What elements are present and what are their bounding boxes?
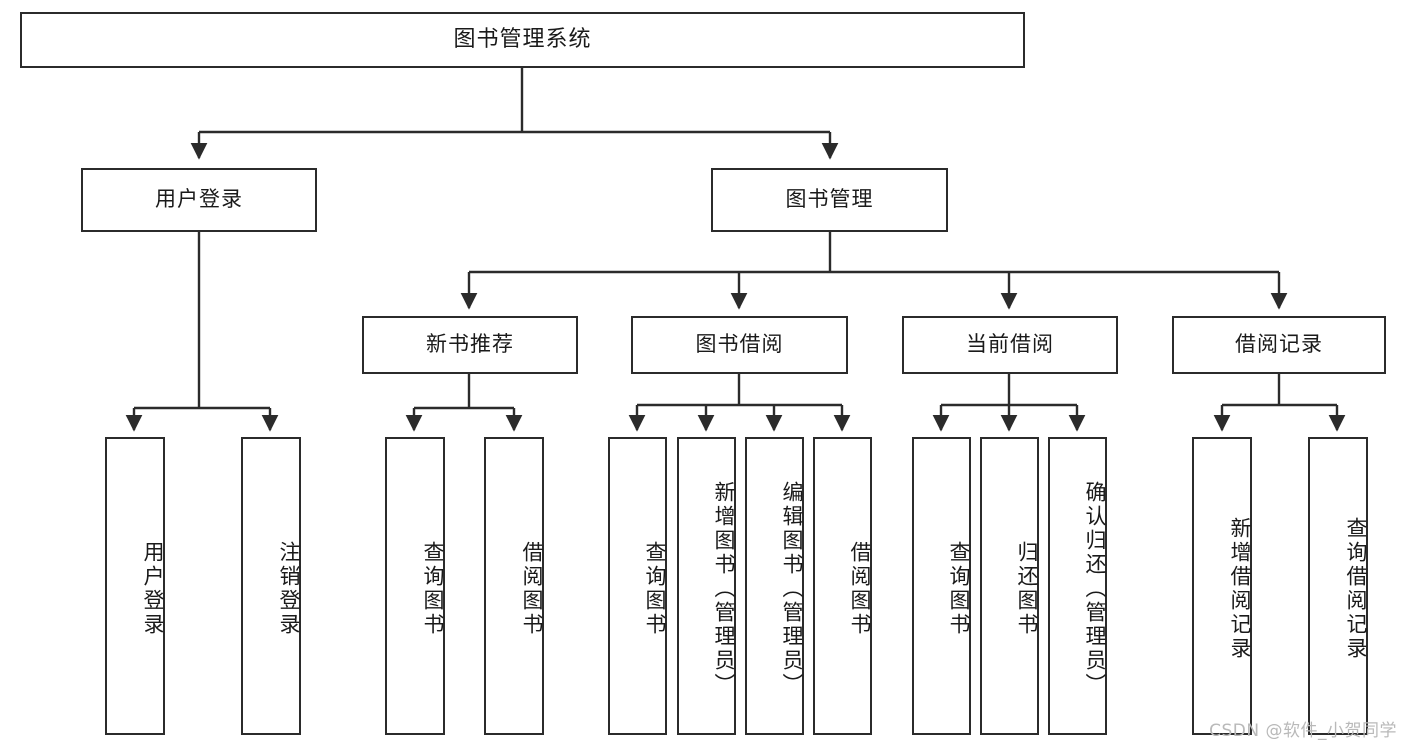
leaf-add-borrow-record[interactable]: 新增借阅记录 — [1192, 437, 1252, 735]
leaf-logout[interactable]: 注销登录 — [241, 437, 301, 735]
node-book-borrow[interactable]: 图书借阅 — [631, 316, 848, 374]
node-label: 借阅记录 — [1235, 332, 1323, 357]
node-label: 新增图书（管理员） — [712, 481, 736, 697]
leaf-return-book[interactable]: 归还图书 — [980, 437, 1039, 735]
leaf-query-book-recommend[interactable]: 查询图书 — [385, 437, 445, 735]
leaf-query-book-borrow[interactable]: 查询图书 — [608, 437, 667, 735]
node-book-management[interactable]: 图书管理 — [711, 168, 948, 232]
node-label: 查询借阅记录 — [1344, 517, 1368, 661]
node-label: 编辑图书（管理员） — [780, 481, 804, 697]
node-user-login[interactable]: 用户登录 — [81, 168, 317, 232]
node-label: 查询图书 — [947, 541, 971, 637]
node-label: 查询图书 — [421, 541, 445, 637]
leaf-edit-book-admin[interactable]: 编辑图书（管理员） — [745, 437, 804, 735]
node-label: 新增借阅记录 — [1228, 517, 1252, 661]
leaf-add-book-admin[interactable]: 新增图书（管理员） — [677, 437, 736, 735]
node-label: 当前借阅 — [966, 332, 1054, 357]
node-current-borrow[interactable]: 当前借阅 — [902, 316, 1118, 374]
leaf-query-borrow-record[interactable]: 查询借阅记录 — [1308, 437, 1368, 735]
node-label: 借阅图书 — [520, 541, 544, 637]
leaf-borrow-book[interactable]: 借阅图书 — [813, 437, 872, 735]
node-new-book-recommend[interactable]: 新书推荐 — [362, 316, 578, 374]
leaf-user-login[interactable]: 用户登录 — [105, 437, 165, 735]
node-label: 用户登录 — [141, 541, 165, 637]
node-label: 归还图书 — [1015, 541, 1039, 637]
node-label: 图书借阅 — [695, 332, 784, 357]
node-label: 图书管理系统 — [453, 26, 592, 52]
node-root-book-management-system[interactable]: 图书管理系统 — [20, 12, 1025, 68]
leaf-borrow-book-recommend[interactable]: 借阅图书 — [484, 437, 544, 735]
node-label: 确认归还（管理员） — [1083, 481, 1107, 697]
csdn-watermark: CSDN @软件_小贺同学 — [1209, 721, 1397, 741]
node-label: 借阅图书 — [848, 541, 872, 637]
node-label: 用户登录 — [155, 187, 243, 212]
leaf-query-book-current[interactable]: 查询图书 — [912, 437, 971, 735]
node-label: 注销登录 — [277, 541, 301, 637]
node-borrow-record[interactable]: 借阅记录 — [1172, 316, 1386, 374]
node-label: 查询图书 — [643, 541, 667, 637]
leaf-confirm-return-admin[interactable]: 确认归还（管理员） — [1048, 437, 1107, 735]
node-label: 图书管理 — [785, 187, 874, 212]
node-label: 新书推荐 — [426, 332, 514, 357]
